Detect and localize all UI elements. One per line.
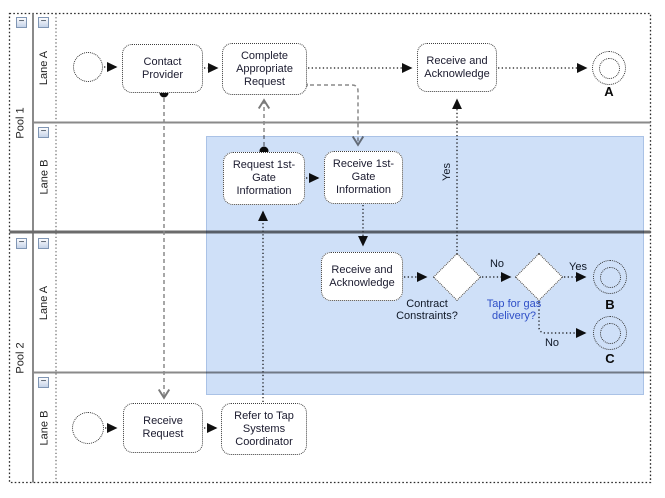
- start-event-pool1[interactable]: [73, 52, 103, 82]
- end-event-b[interactable]: [593, 260, 627, 294]
- pool2-lane-a-label: Lane A: [38, 285, 51, 320]
- end-event-a-inner-circle: [598, 57, 620, 79]
- pool1-lane-a-band: Lane A: [33, 13, 56, 123]
- pool1-band: Pool 1: [9, 13, 33, 232]
- start-event-pool2[interactable]: [72, 412, 104, 444]
- edge-label-yes-vertical: Yes: [440, 163, 453, 181]
- edge-label-no-contract: No: [489, 258, 505, 270]
- pool2-label: Pool 2: [15, 341, 28, 374]
- task-contact-provider[interactable]: Contact Provider: [122, 44, 203, 93]
- msg-complete-receivegate: [303, 84, 365, 147]
- pool1-label: Pool 1: [15, 106, 28, 139]
- task-receive-request[interactable]: Receive Request: [123, 403, 203, 453]
- end-event-c[interactable]: [593, 316, 627, 350]
- end-event-b-label: B: [605, 297, 615, 312]
- task-complete-appropriate-request[interactable]: Complete Appropriate Request: [222, 43, 307, 95]
- pool1-lane-b-label: Lane B: [38, 159, 51, 195]
- pool2-band: Pool 2: [9, 232, 33, 483]
- task-receive-and-acknowledge-pool2[interactable]: Receive and Acknowledge: [321, 252, 403, 301]
- pool1-collapse-icon[interactable]: −: [16, 17, 27, 28]
- pool1-lane-a-collapse-icon[interactable]: −: [38, 17, 49, 28]
- end-event-c-inner-circle: [599, 322, 621, 344]
- edge-label-yes-tap: Yes: [569, 261, 587, 273]
- task-receive-and-acknowledge-pool1[interactable]: Receive and Acknowledge: [417, 43, 497, 92]
- gateway-label-tap-for-gas-delivery: Tap for gas delivery?: [486, 298, 542, 322]
- task-receive-1st-gate-information[interactable]: Receive 1st-Gate Information: [324, 151, 403, 204]
- pool2-collapse-icon[interactable]: −: [16, 238, 27, 249]
- pool1-lane-b-band: Lane B: [33, 122, 56, 232]
- pool1-lane-b-collapse-icon[interactable]: −: [38, 127, 49, 138]
- task-request-1st-gate-information[interactable]: Request 1st-Gate Information: [223, 152, 305, 205]
- end-event-b-inner-circle: [599, 266, 621, 288]
- end-event-c-label: C: [605, 351, 615, 366]
- end-event-a[interactable]: [592, 51, 626, 85]
- pool2-lane-a-collapse-icon[interactable]: −: [38, 238, 49, 249]
- pool1-lane-a-label: Lane A: [38, 50, 51, 86]
- end-event-a-label: A: [604, 84, 614, 99]
- pool2-lane-b-collapse-icon[interactable]: −: [38, 377, 49, 388]
- task-refer-to-tap-systems-coordinator[interactable]: Refer to Tap Systems Coordinator: [221, 403, 307, 455]
- pool2-lane-b-label: Lane B: [38, 410, 51, 445]
- edge-label-no-tap: No: [544, 337, 560, 349]
- pool2-lane-a-band: Lane A: [33, 232, 56, 373]
- gateway-label-contract-constraints: Contract Constraints?: [396, 298, 458, 322]
- pool2-lane-b-band: Lane B: [33, 372, 56, 483]
